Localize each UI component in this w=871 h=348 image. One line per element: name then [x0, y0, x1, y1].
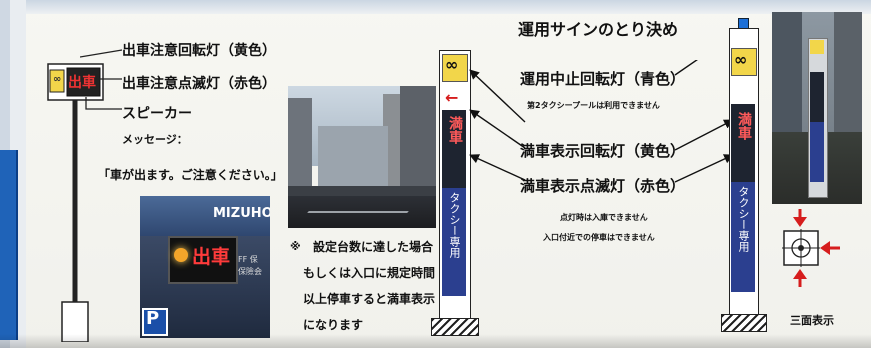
left-sign-diagram — [47, 63, 104, 342]
photo-sign-closeup: MIZUHO 出車 FF 保 保險会 P — [140, 196, 270, 338]
rule-2-title: 満車表示回転灯（黄色） — [520, 142, 686, 160]
note-line-4: になります — [303, 318, 364, 332]
left-lamp-symbol: ∞ — [53, 74, 62, 85]
right-taxi-text: タクシー専用 — [737, 186, 750, 252]
photo-sign-text: 出車 — [192, 246, 231, 268]
right-yellow-lamp — [731, 48, 757, 76]
three-sided-label: 三面表示 — [790, 314, 834, 327]
photo-brand-text: MIZUHO — [213, 206, 270, 221]
three-sided-diagram — [782, 209, 840, 287]
blue-binding-strip — [0, 150, 18, 340]
right-full-text: 満車 — [736, 112, 752, 140]
center-yellow-lamp — [442, 54, 468, 82]
label-message: メッセージ： — [122, 133, 188, 146]
rule-3-title: 満車表示点滅灯（赤色） — [520, 177, 686, 195]
note-line-2: もしくは入口に規定時間 — [303, 266, 436, 280]
message-text: 「車が出ます。ご注意ください。」 — [98, 168, 283, 182]
rule-3-note-2: 入口付近での停車はできません — [543, 233, 655, 242]
rule-1-note: 第2タクシープールは利用できません — [527, 101, 660, 110]
parking-mark: P — [146, 308, 160, 329]
note-line-1: 設定台数に達した場合 — [313, 240, 434, 254]
center-base — [431, 318, 479, 336]
note-mark: ※ — [290, 240, 301, 253]
photo-small-text-2: 保險会 — [238, 267, 262, 276]
center-full-text: 満車 — [447, 116, 463, 144]
rules-title: 運用サインのとり決め — [518, 20, 679, 39]
right-base — [721, 314, 767, 332]
right-lamp-symbol: ∞ — [734, 50, 748, 69]
right-taxi-panel — [731, 182, 755, 292]
center-lamp-symbol: ∞ — [445, 55, 459, 74]
label-speaker: スピーカー — [122, 106, 192, 122]
top-edge — [0, 0, 871, 14]
rule-3-note-1: 点灯時は入庫できません — [560, 213, 648, 222]
left-sign-text: 出車 — [68, 75, 96, 91]
left-leader-lines — [80, 49, 123, 110]
photo-sign-street — [772, 12, 862, 204]
photo-street — [288, 86, 436, 228]
note-line-3: 以上停車すると満車表示 — [303, 292, 436, 306]
rule-arrows — [469, 60, 734, 183]
label-rotating-lamp: 出車注意回転灯（黄色） — [122, 43, 276, 59]
rule-1-title: 運用中止回転灯（青色） — [520, 70, 686, 88]
center-taxi-panel — [442, 188, 466, 296]
label-flashing-lamp: 出車注意点滅灯（赤色） — [122, 76, 276, 92]
center-full-panel — [442, 110, 466, 188]
photo-small-text-1: FF 保 — [238, 255, 258, 264]
bottom-shadow — [0, 334, 871, 348]
center-taxi-text: タクシー専用 — [448, 192, 461, 258]
right-full-panel — [731, 104, 755, 182]
center-arrow: ← — [445, 88, 459, 107]
